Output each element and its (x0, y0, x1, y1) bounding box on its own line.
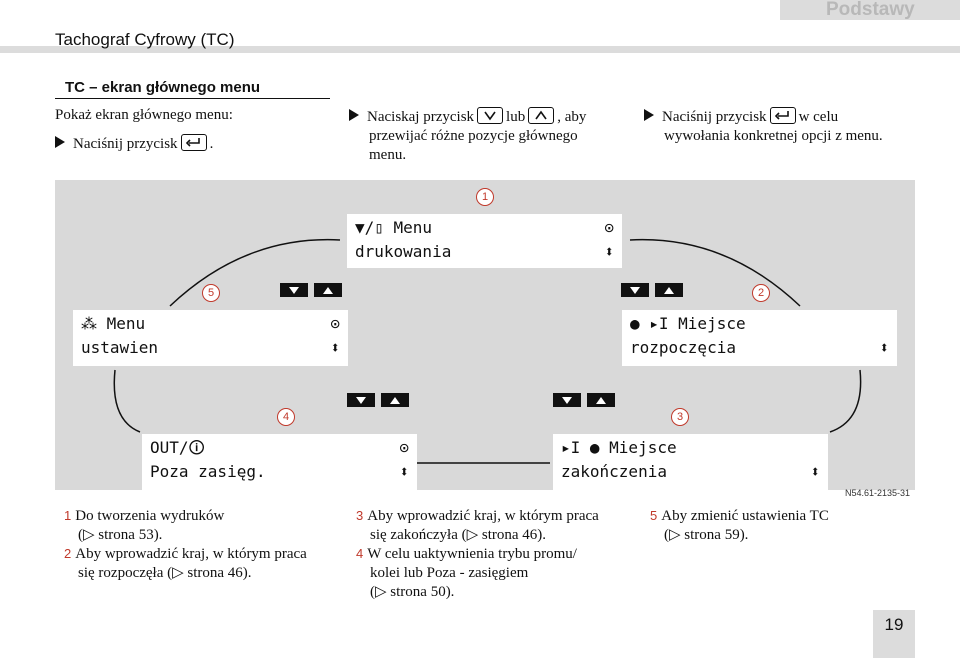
subheading: TC – ekran głównego menu (65, 79, 261, 96)
figure-reference: N54.61-2135-31 (845, 488, 911, 498)
page-title: Tachograf Cyfrowy (TC) (55, 30, 235, 49)
down-key-icon (477, 107, 504, 124)
scroll-updown-icon: ⬍ (399, 462, 409, 481)
section-label: Podstawy (826, 0, 915, 20)
status-ring-icon: ⊙ (330, 314, 340, 333)
scroll-updown-icon: ⬍ (810, 462, 820, 481)
cycle-arrows (113, 238, 862, 464)
up-key-icon (528, 107, 555, 124)
status-ring-icon: ⊙ (399, 438, 409, 457)
lcd-end-place: ▸I ● Miejsce zakończenia ⬍ (553, 434, 828, 490)
callout-1: 1 (476, 188, 494, 206)
menu-diagram: ▼/▯ Menu drukowania ⊙ ⬍ ⁂ Menu ustawien … (55, 180, 915, 490)
lcd-out-of-scope: OUT/🛈 Poza zasięg. ⊙ ⬍ (142, 434, 417, 490)
enter-key-icon (769, 107, 796, 124)
lcd-settings-menu: ⁂ Menu ustawien ⊙ ⬍ (73, 310, 348, 366)
lcd-start-place: ● ▸I Miejsce rozpoczęcia ⬍ (622, 310, 897, 366)
bullet-triangle-icon (55, 136, 65, 148)
down-button-icon (347, 393, 375, 407)
up-button-icon (381, 393, 409, 407)
down-button-icon (621, 283, 649, 297)
up-button-icon (314, 283, 342, 297)
scroll-updown-icon: ⬍ (879, 338, 889, 357)
down-button-icon (280, 283, 308, 297)
step-press-enter: Naciśnij przycisk. (55, 134, 213, 153)
callout-4: 4 (277, 408, 295, 426)
callout-5: 5 (202, 284, 220, 302)
lcd-print-menu: ▼/▯ Menu drukowania ⊙ ⬍ (347, 214, 622, 268)
scroll-buttons-left-bottom (347, 393, 409, 407)
enter-key-icon (180, 134, 207, 151)
bullet-triangle-icon (644, 109, 654, 121)
bullet-triangle-icon (349, 109, 359, 121)
scroll-buttons-right-bottom (553, 393, 615, 407)
scroll-buttons-left-top (280, 283, 342, 297)
page-number: 19 (873, 610, 915, 658)
header-section-band (780, 0, 960, 20)
subheading-rule (55, 98, 330, 99)
callout-2: 2 (752, 284, 770, 302)
scroll-updown-icon: ⬍ (330, 338, 340, 357)
scroll-buttons-right-top (621, 283, 683, 297)
callout-3: 3 (671, 408, 689, 426)
down-button-icon (553, 393, 581, 407)
status-ring-icon: ⊙ (604, 218, 614, 237)
up-button-icon (587, 393, 615, 407)
scroll-updown-icon: ⬍ (604, 242, 614, 261)
up-button-icon (655, 283, 683, 297)
intro-text: Pokaż ekran głównego menu: (55, 107, 233, 123)
header-rule (0, 46, 960, 53)
